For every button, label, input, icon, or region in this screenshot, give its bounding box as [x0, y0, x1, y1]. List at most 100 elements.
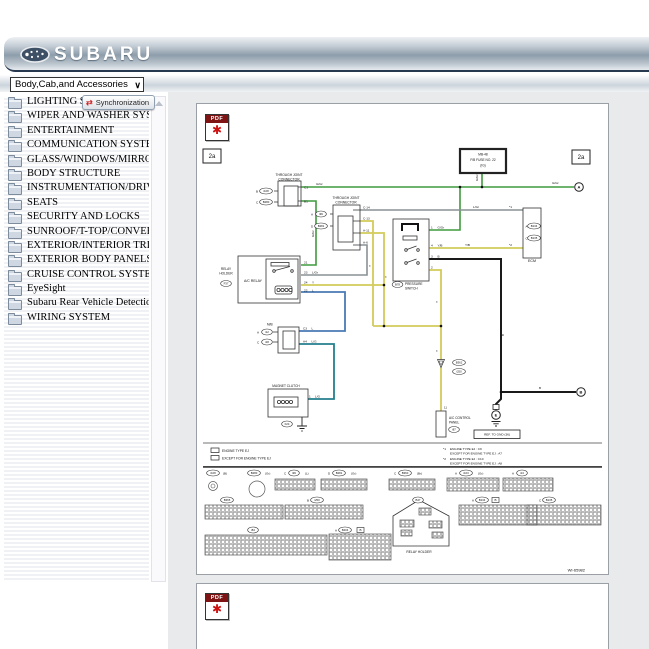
connector-label-ellipse [310, 496, 324, 504]
connector-pin-grid [526, 504, 602, 526]
connector-label-ellipse [259, 187, 273, 195]
sidebar-item-security-and-locks[interactable]: SECURITY AND LOCKS [4, 211, 149, 225]
connector-pin-grid [446, 477, 500, 492]
connector-label-ellipse [206, 469, 220, 477]
sidebar-item-wiring-system[interactable]: WIRING SYSTEM [4, 312, 149, 326]
diagram-text: D [328, 472, 331, 476]
diagram-text: C-13 [363, 217, 370, 221]
sidebar-item-cruise-control-system[interactable]: CRUISE CONTROL SYSTEM [4, 269, 149, 283]
connector-label: F37 [224, 282, 229, 286]
sidebar-item-sunroof-t-top-convertible[interactable]: SUNROOF/T-TOP/CONVERTIBLE [4, 226, 149, 240]
sidebar-item-seats[interactable]: SEATS [4, 197, 149, 211]
connector-circle [208, 481, 218, 491]
diagram-text: F/B FUSE NO. 22 [470, 158, 496, 162]
junction-dot [439, 324, 443, 328]
scroll-up-icon[interactable] [154, 101, 163, 106]
sidebar-item-glass-windows-mirrors[interactable]: GLASS/WINDOWS/MIRRORS [4, 154, 149, 168]
through-joint-connector-1 [274, 180, 302, 207]
diagram-text: (Gr) [265, 472, 270, 476]
diagram-text: *1 [509, 205, 512, 209]
sidebar-scrollbar[interactable] [151, 96, 166, 582]
connector-label: B134 [479, 498, 486, 502]
folder-icon [8, 269, 22, 282]
connector-circle-inner [210, 483, 216, 489]
diagram-text: (L) [305, 472, 309, 476]
junction-dot [382, 324, 386, 328]
diagram-box [571, 149, 591, 165]
next-diagram-page: PDF ✱ [196, 583, 609, 649]
sidebar-item-exterior-body-panels[interactable]: EXTERIOR BODY PANELS [4, 254, 149, 268]
terminal-circle [574, 182, 584, 192]
sidebar-item-instrumentation-driver-info[interactable]: INSTRUMENTATION/DRIVER INFO [4, 182, 149, 196]
diagram-text: D [311, 225, 314, 229]
chevron-down-icon: ∨ [134, 80, 141, 90]
sync-icon: ⇄ [86, 97, 93, 107]
diagram-text: A [335, 529, 337, 533]
diagram-text: G/Gr [311, 230, 315, 237]
sidebar-item-label: Subaru Rear Vehicle Detection [27, 297, 149, 309]
sidebar-item-wiper-and-washer-systems[interactable]: WIPER AND WASHER SYSTEMS [4, 110, 149, 124]
diagram-text: PRESSURE [405, 282, 423, 286]
connector-label: B362 [456, 361, 463, 365]
wiring-diagram-page: PDF ✱ [196, 103, 609, 575]
sidebar-item-entertainment[interactable]: ENTERTAINMENT [4, 125, 149, 139]
diagram-text: 21 [304, 261, 308, 265]
diagram-text: A [472, 499, 474, 503]
diagram-text: ENGINE TYPE EJ : C9 [450, 447, 482, 451]
sidebar-item-eyesight[interactable]: EyeSight [4, 283, 149, 297]
diagram-text: B [539, 386, 541, 390]
diagram-viewer: PDF ✱ [168, 92, 649, 649]
connector-pin-grid [418, 507, 432, 516]
diagram-box-label: 2a [209, 154, 216, 160]
junction-dot [382, 283, 386, 287]
pdf-icon[interactable]: PDF ✱ [205, 593, 229, 620]
diagram-text: B1 [304, 200, 308, 204]
sidebar-item-communication-system[interactable]: COMMUNICATION SYSTEM [4, 139, 149, 153]
sidebar-item-lighting-system[interactable]: LIGHTING SYSTEM [4, 96, 149, 110]
connector-label-ellipse [542, 496, 556, 504]
synchronization-button[interactable]: ⇄ Synchronization [82, 95, 156, 110]
connector-label-ellipse [288, 469, 300, 477]
diagram-text: A [526, 224, 528, 228]
diagram-box [356, 527, 365, 533]
terminal-circle [491, 410, 501, 420]
sidebar-item-subaru-rear-vehicle-detection[interactable]: Subaru Rear Vehicle Detection [4, 297, 149, 311]
diagram-box [492, 404, 500, 410]
connector-label: i18 [265, 340, 269, 344]
connector-label: i99 [319, 212, 323, 216]
diagram-box-label: B [494, 498, 496, 502]
connector-pin-grid [204, 504, 284, 520]
diagram-text: A4 [303, 340, 307, 344]
brand-title: SUBARU [54, 44, 154, 65]
connector-label: B280 [263, 200, 270, 204]
folder-icon [8, 140, 22, 153]
diagram-text: A-11 [363, 229, 370, 233]
connector-pin-grid [400, 529, 413, 537]
pdf-icon[interactable]: PDF ✱ [205, 114, 229, 141]
diagram-text: L/Gr [473, 205, 479, 209]
sidebar-item-label: LIGHTING SYSTEM [27, 96, 122, 107]
diagram-text: B [256, 190, 258, 194]
diagram-text: C-14 [363, 206, 370, 210]
diagram-text: RELAY HOLDER [406, 550, 432, 554]
diagram-text: A [512, 472, 514, 476]
diagram-text: C3 [303, 327, 307, 331]
diagram-text: C [539, 499, 542, 503]
sidebar-item-exterior-interior-trim[interactable]: EXTERIOR/INTERIOR TRIM [4, 240, 149, 254]
ac-pressure-switch [392, 218, 430, 282]
diagram-text: 2 [431, 266, 433, 270]
folder-icon [8, 312, 22, 325]
sidebar-item-body-structure[interactable]: BODY STRUCTURE [4, 168, 149, 182]
connector-label-ellipse [259, 198, 273, 206]
diagram-text: G/Gr [475, 174, 479, 181]
category-dropdown[interactable]: Body,Cab,and Accessories ∨ [10, 77, 144, 92]
diagram-text: L/G [315, 395, 321, 399]
diagram-text: (IG) [480, 164, 486, 168]
diagram-text: ENGINE TYPE EJ [222, 449, 249, 453]
diagram-text: Y [312, 281, 314, 285]
folder-icon [8, 197, 22, 210]
folder-icon [8, 154, 22, 167]
diagram-box [210, 455, 220, 461]
diagram-box-label: REF. TO GND (36) [484, 432, 510, 436]
divider-thick [203, 466, 602, 468]
